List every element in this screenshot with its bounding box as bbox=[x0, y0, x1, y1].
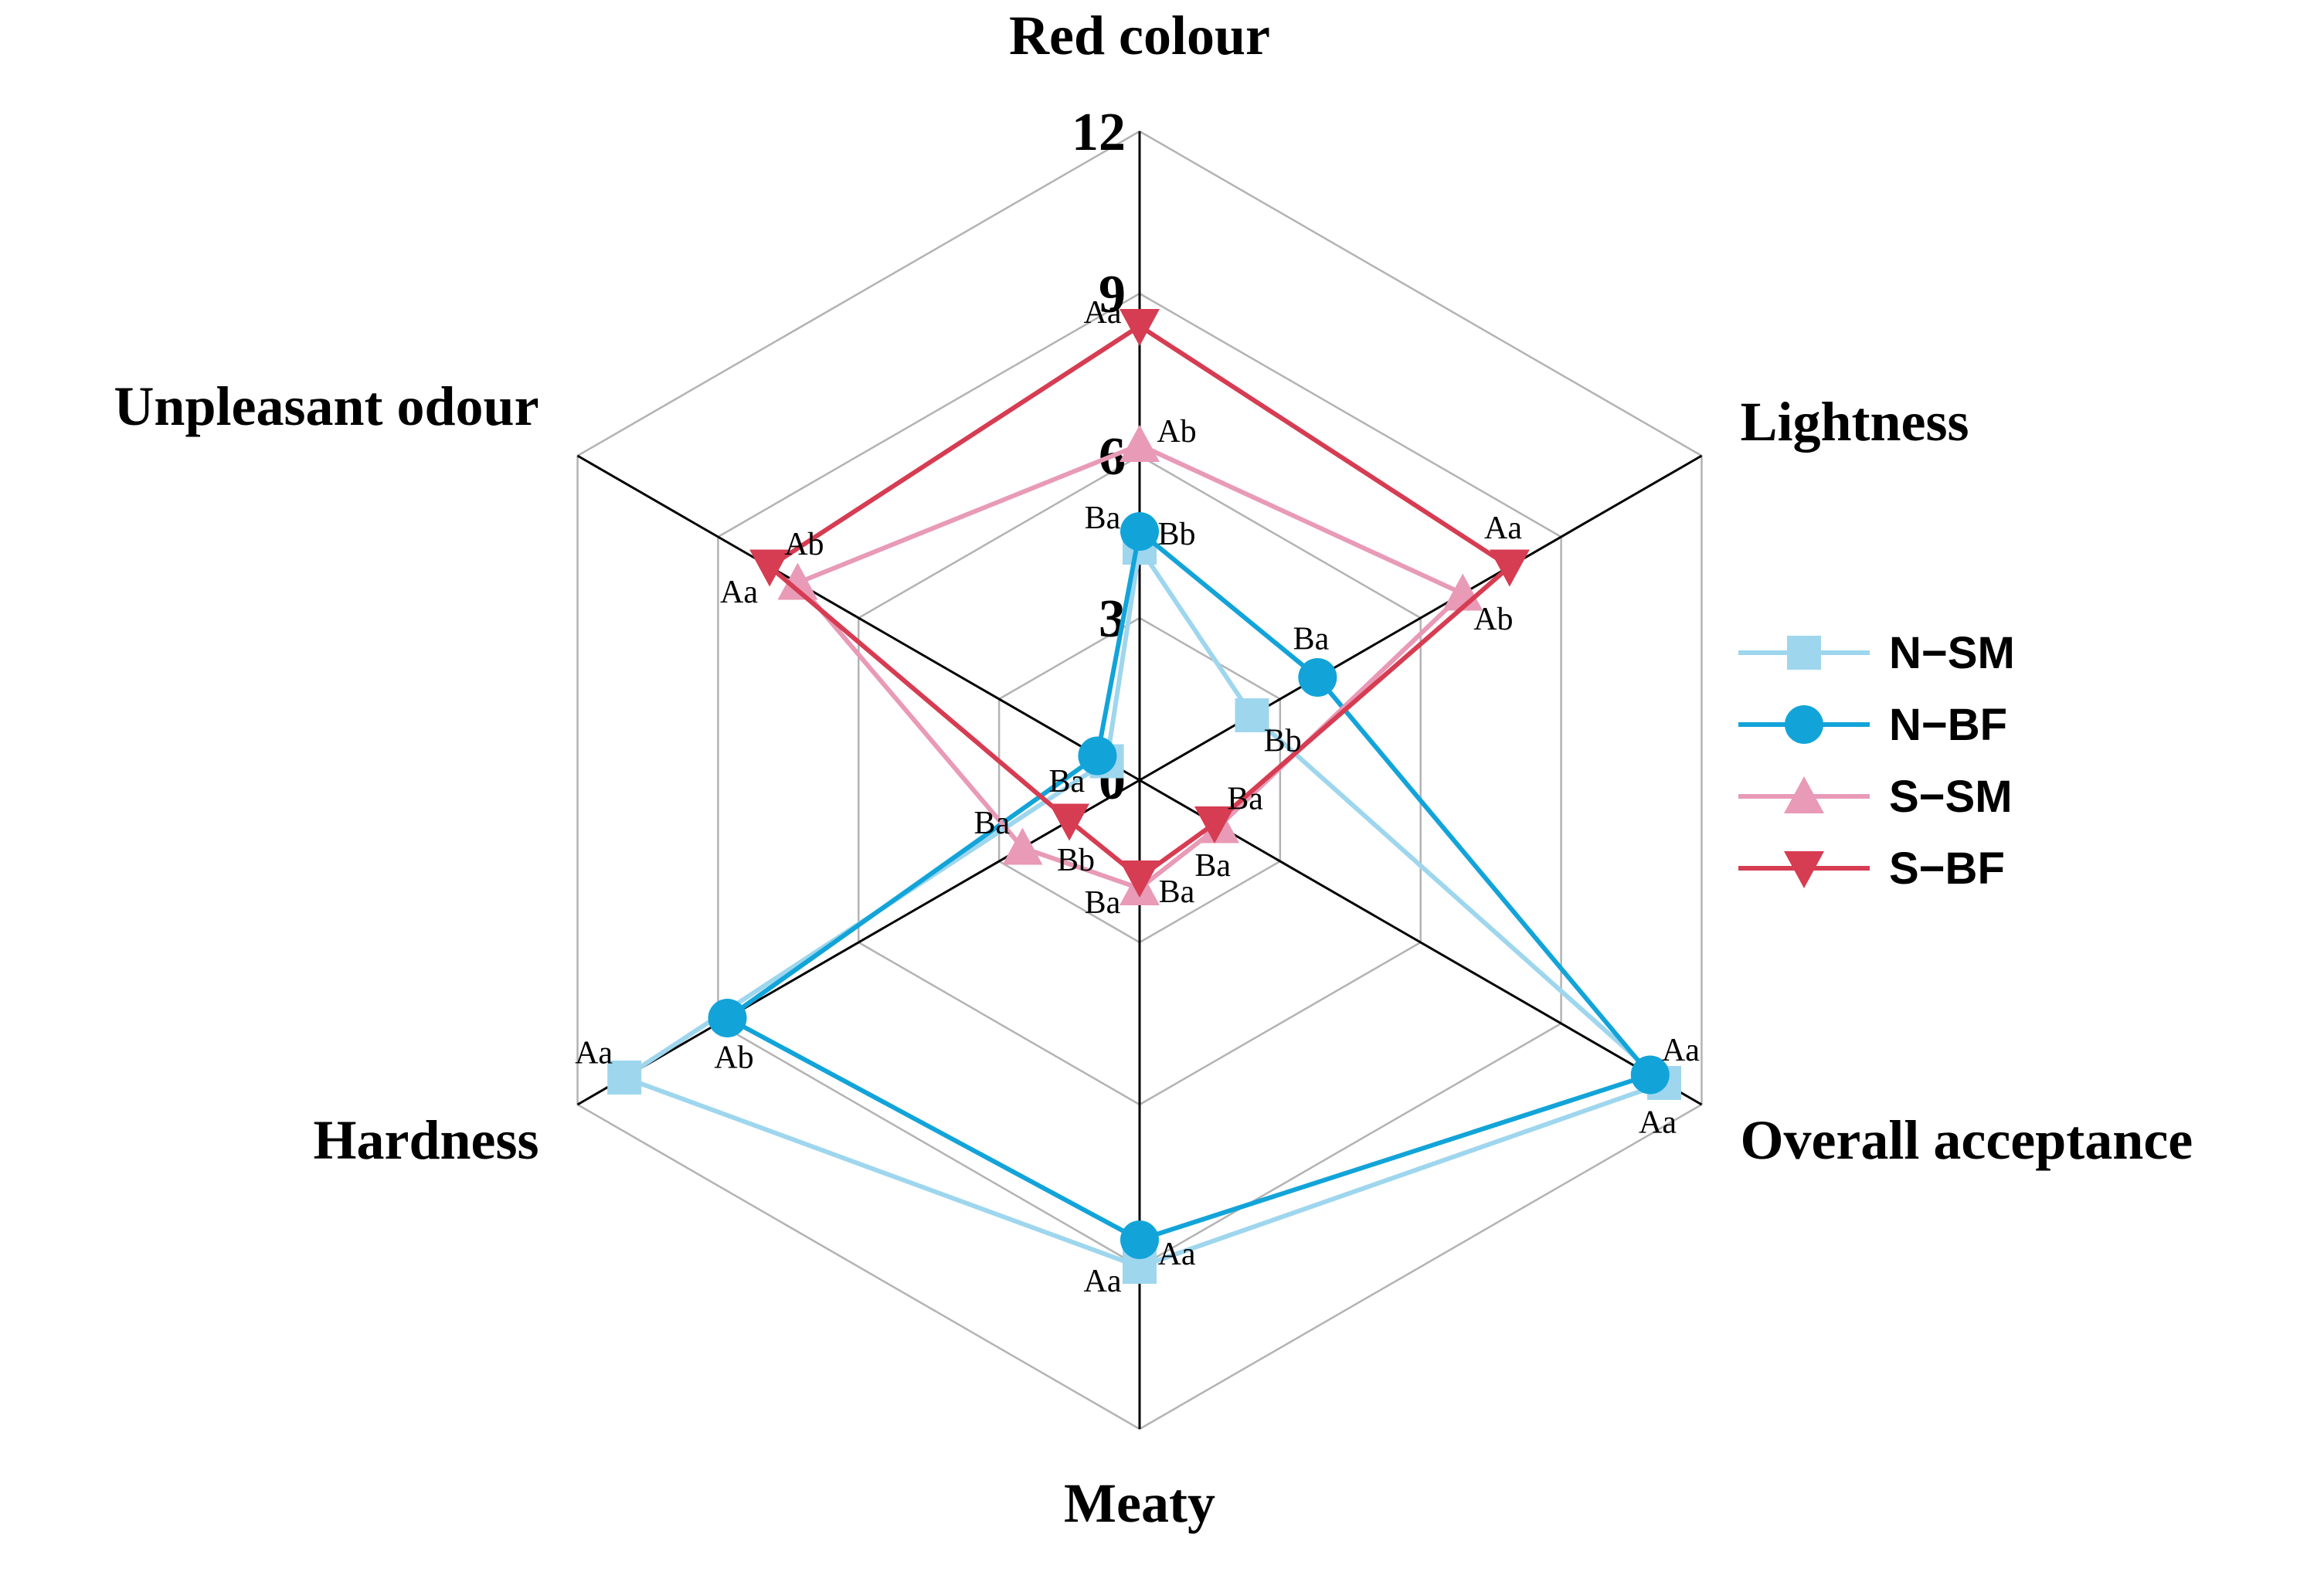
axis-title-0: Red colour bbox=[1009, 5, 1270, 66]
data-point-1-5 bbox=[1078, 736, 1117, 776]
sig-label-2-3: Ba bbox=[1085, 885, 1121, 921]
legend-marker-1 bbox=[1785, 705, 1823, 744]
axis-spoke-5 bbox=[576, 454, 1140, 782]
sig-label-0-4: Aa bbox=[575, 1035, 613, 1071]
legend-label-0: N−SM bbox=[1889, 628, 2015, 678]
sig-label-1-1: Ba bbox=[1293, 621, 1330, 657]
legend-marker-3 bbox=[1784, 851, 1824, 888]
legend-label-3: S−BF bbox=[1889, 844, 2005, 894]
data-point-2-0 bbox=[1120, 425, 1160, 462]
data-point-1-3 bbox=[1120, 1220, 1159, 1259]
sig-label-2-2: Ba bbox=[1194, 848, 1231, 884]
sig-label-0-1: Bb bbox=[1264, 724, 1302, 759]
significance-labels: BbBbAaAaAaBaBaAaAaAbBaAbAbBaBaBaAbAaAaBa… bbox=[575, 295, 1700, 1299]
data-point-2-4 bbox=[1002, 827, 1043, 865]
data-point-0-1 bbox=[1235, 698, 1269, 732]
sig-label-0-2: Aa bbox=[1639, 1105, 1677, 1141]
data-point-3-5 bbox=[749, 549, 790, 587]
legend-marker-2 bbox=[1784, 776, 1824, 813]
legend-item-0: N−SM bbox=[1738, 628, 2015, 678]
axis-title-4: Hardness bbox=[313, 1109, 539, 1171]
data-point-1-4 bbox=[708, 999, 747, 1037]
tick-label-9: 9 bbox=[1099, 265, 1126, 324]
sig-label-3-0: Aa bbox=[1084, 295, 1122, 331]
axis-spoke-1 bbox=[1139, 454, 1703, 782]
axis-title-2: Overall acceptance bbox=[1740, 1109, 2193, 1171]
series-line-2 bbox=[795, 443, 1466, 891]
legend: N−SM N−BF S−SM S−BF bbox=[1738, 628, 2015, 894]
axis-title-5: Unpleasant odour bbox=[114, 375, 539, 437]
sig-label-1-3: Aa bbox=[1158, 1237, 1196, 1272]
sig-label-2-4: Ba bbox=[974, 806, 1011, 841]
tick-label-12: 12 bbox=[1072, 103, 1126, 162]
sig-label-1-2: Aa bbox=[1662, 1033, 1700, 1068]
sig-label-1-4: Ab bbox=[714, 1040, 753, 1076]
sig-label-3-5: Aa bbox=[720, 575, 758, 610]
data-point-3-3 bbox=[1120, 860, 1160, 898]
data-point-3-4 bbox=[1049, 803, 1090, 841]
series-0 bbox=[607, 531, 1681, 1284]
sig-label-3-1: Aa bbox=[1484, 511, 1522, 546]
axis-title-1: Lightness bbox=[1740, 391, 1969, 453]
data-point-1-1 bbox=[1298, 658, 1337, 697]
data-point-3-2 bbox=[1194, 806, 1235, 844]
sig-label-2-0: Ab bbox=[1157, 414, 1196, 450]
legend-marker-0 bbox=[1787, 636, 1821, 670]
legend-label-2: S−SM bbox=[1889, 772, 2013, 822]
data-point-3-0 bbox=[1120, 309, 1160, 346]
sig-label-3-3: Ba bbox=[1159, 874, 1195, 910]
series bbox=[607, 309, 1681, 1284]
series-3 bbox=[749, 309, 1530, 898]
legend-item-2: S−SM bbox=[1738, 772, 2013, 822]
axis-title-3: Meaty bbox=[1064, 1472, 1215, 1534]
data-point-3-1 bbox=[1489, 549, 1530, 587]
sig-label-1-0: Ba bbox=[1085, 501, 1121, 536]
axis-spoke-4 bbox=[576, 779, 1140, 1106]
legend-item-3: S−BF bbox=[1738, 844, 2005, 894]
sig-label-0-3: Aa bbox=[1084, 1264, 1122, 1299]
series-1 bbox=[708, 512, 1670, 1259]
legend-label-1: N−BF bbox=[1889, 700, 2007, 750]
legend-item-1: N−BF bbox=[1738, 700, 2007, 750]
sig-label-3-4: Bb bbox=[1057, 843, 1095, 878]
data-point-1-0 bbox=[1120, 512, 1159, 551]
sig-label-3-2: Ba bbox=[1227, 781, 1263, 816]
data-point-0-4 bbox=[607, 1061, 642, 1095]
data-point-2-5 bbox=[777, 562, 818, 600]
sig-label-2-1: Ab bbox=[1473, 602, 1513, 637]
sig-label-2-5: Ab bbox=[784, 527, 824, 562]
sig-label-0-0: Bb bbox=[1157, 517, 1195, 552]
sig-label-1-5: Ba bbox=[1049, 764, 1086, 799]
data-point-1-2 bbox=[1630, 1055, 1670, 1095]
